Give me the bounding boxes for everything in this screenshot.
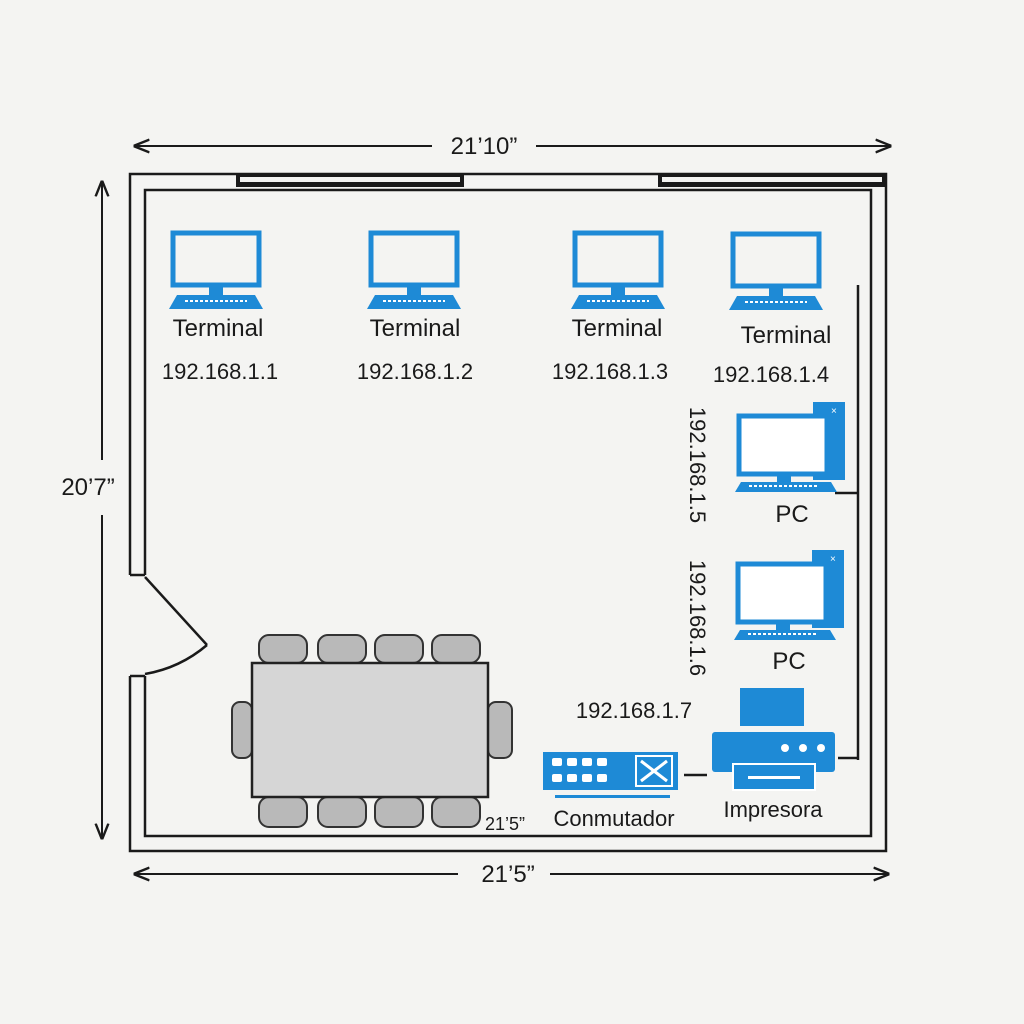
terminal-4[interactable]: Terminal 192.168.1.4 xyxy=(713,234,831,387)
terminal-1[interactable]: Terminal 192.168.1.1 xyxy=(162,233,278,384)
pc-label: PC xyxy=(772,648,805,675)
terminal-label: Terminal xyxy=(370,315,461,342)
terminal-2[interactable]: Terminal 192.168.1.2 xyxy=(357,233,473,384)
pc-2[interactable]: PC 192.168.1.6 xyxy=(685,550,844,676)
switch[interactable]: Conmutador xyxy=(543,752,678,831)
conference-table xyxy=(231,634,513,828)
monitor-icon xyxy=(169,233,263,309)
printer-icon xyxy=(712,688,835,791)
printer-ip: 192.168.1.7 xyxy=(576,698,692,723)
monitor-icon xyxy=(729,234,823,310)
monitor-icon xyxy=(367,233,461,309)
terminal-label: Terminal xyxy=(173,315,264,342)
dimension-left-label: 20’7” xyxy=(61,474,114,501)
printer[interactable]: Impresora 192.168.1.7 xyxy=(576,688,835,822)
dimension-top: 21’10” xyxy=(135,133,890,160)
switch-icon xyxy=(543,752,678,798)
terminal-label: Terminal xyxy=(741,322,832,349)
terminal-3[interactable]: Terminal 192.168.1.3 xyxy=(552,233,668,384)
dimension-top-label: 21’10” xyxy=(451,133,518,160)
door xyxy=(144,576,208,676)
desktop-pc-icon xyxy=(735,402,845,492)
dimension-left: 20’7” xyxy=(61,182,115,838)
window xyxy=(658,173,886,187)
switch-label: Conmutador xyxy=(553,806,674,831)
printer-label: Impresora xyxy=(723,797,823,822)
desktop-pc-icon xyxy=(734,550,844,640)
dimension-bottom-label: 21’5” xyxy=(481,861,534,888)
network-cable xyxy=(684,285,860,777)
terminal-ip: 192.168.1.1 xyxy=(162,359,278,384)
monitor-icon xyxy=(571,233,665,309)
pc-label: PC xyxy=(775,501,808,528)
pc-1[interactable]: PC 192.168.1.5 xyxy=(685,402,845,528)
chair-row-top xyxy=(258,634,481,664)
dimension-bottom: 21’5” xyxy=(135,861,888,888)
pc-ip: 192.168.1.5 xyxy=(685,407,710,523)
table-top xyxy=(250,661,490,799)
terminal-ip: 192.168.1.2 xyxy=(357,359,473,384)
terminal-ip: 192.168.1.4 xyxy=(713,362,829,387)
terminal-label: Terminal xyxy=(572,315,663,342)
chair-row-bottom xyxy=(258,796,481,828)
terminal-ip: 192.168.1.3 xyxy=(552,359,668,384)
dimension-inner-label: 21’5” xyxy=(485,814,525,834)
window xyxy=(236,173,464,187)
walls xyxy=(128,172,888,853)
pc-ip: 192.168.1.6 xyxy=(685,560,710,676)
